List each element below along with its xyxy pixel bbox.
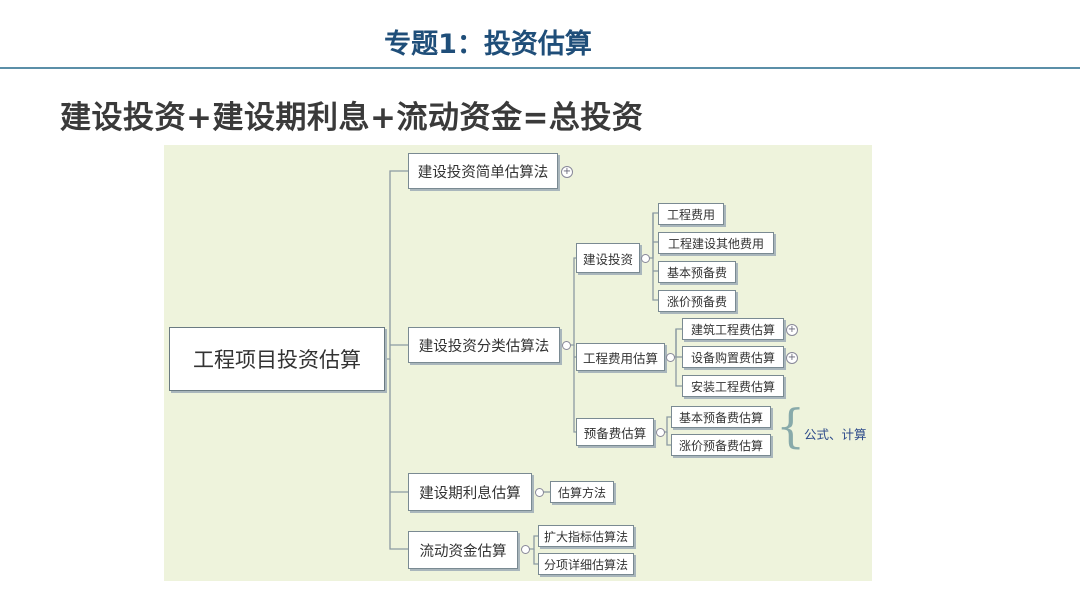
node-interest-estimation: 建设期利息估算	[408, 473, 532, 511]
leaf-installation-cost: 安装工程费估算	[682, 375, 784, 397]
reserve-note: 公式、计算	[804, 427, 867, 442]
slide-title: 专题1：投资估算	[384, 29, 592, 60]
collapse-icon[interactable]	[521, 545, 530, 554]
brace-symbol: {	[776, 399, 806, 453]
leaf-price-reserve-estimation: 涨价预备费估算	[671, 434, 771, 456]
leaf-price-reserve: 涨价预备费	[658, 290, 736, 312]
leaf-equipment-cost: 设备购置费估算	[682, 346, 784, 368]
node-engineering-cost-estimation: 工程费用估算	[576, 343, 665, 371]
title-divider	[0, 67, 1080, 69]
collapse-icon[interactable]	[641, 254, 650, 263]
leaf-expanded-indicator: 扩大指标估算法	[538, 525, 634, 547]
mindmap-root-node: 工程项目投资估算	[169, 327, 385, 391]
expand-icon[interactable]: +	[786, 352, 798, 364]
expand-icon[interactable]: +	[561, 166, 573, 178]
leaf-engineering-fee: 工程费用	[658, 203, 724, 225]
collapse-icon[interactable]	[562, 341, 571, 350]
collapse-icon[interactable]	[656, 428, 665, 437]
collapse-icon[interactable]	[535, 488, 544, 497]
formula-heading: 建设投资+建设期利息+流动资金=总投资	[60, 100, 644, 136]
node-construction-investment: 建设投资	[576, 243, 640, 273]
leaf-itemized-detail: 分项详细估算法	[538, 553, 634, 575]
leaf-estimation-method: 估算方法	[550, 481, 614, 503]
leaf-other-fees: 工程建设其他费用	[658, 232, 774, 254]
node-working-capital: 流动资金估算	[408, 531, 518, 569]
mindmap: 工程项目投资估算 建设投资简单估算法 + 建设投资分类估算法 建设期利息估算 流…	[164, 145, 872, 581]
node-simple-estimation: 建设投资简单估算法	[408, 153, 558, 189]
expand-icon[interactable]: +	[786, 324, 798, 336]
node-classified-estimation: 建设投资分类估算法	[408, 327, 560, 363]
leaf-basic-reserve: 基本预备费	[658, 261, 736, 283]
collapse-icon[interactable]	[666, 353, 675, 362]
leaf-basic-reserve-estimation: 基本预备费估算	[671, 406, 771, 428]
leaf-building-cost: 建筑工程费估算	[682, 318, 784, 340]
node-reserve-estimation: 预备费估算	[576, 418, 654, 446]
